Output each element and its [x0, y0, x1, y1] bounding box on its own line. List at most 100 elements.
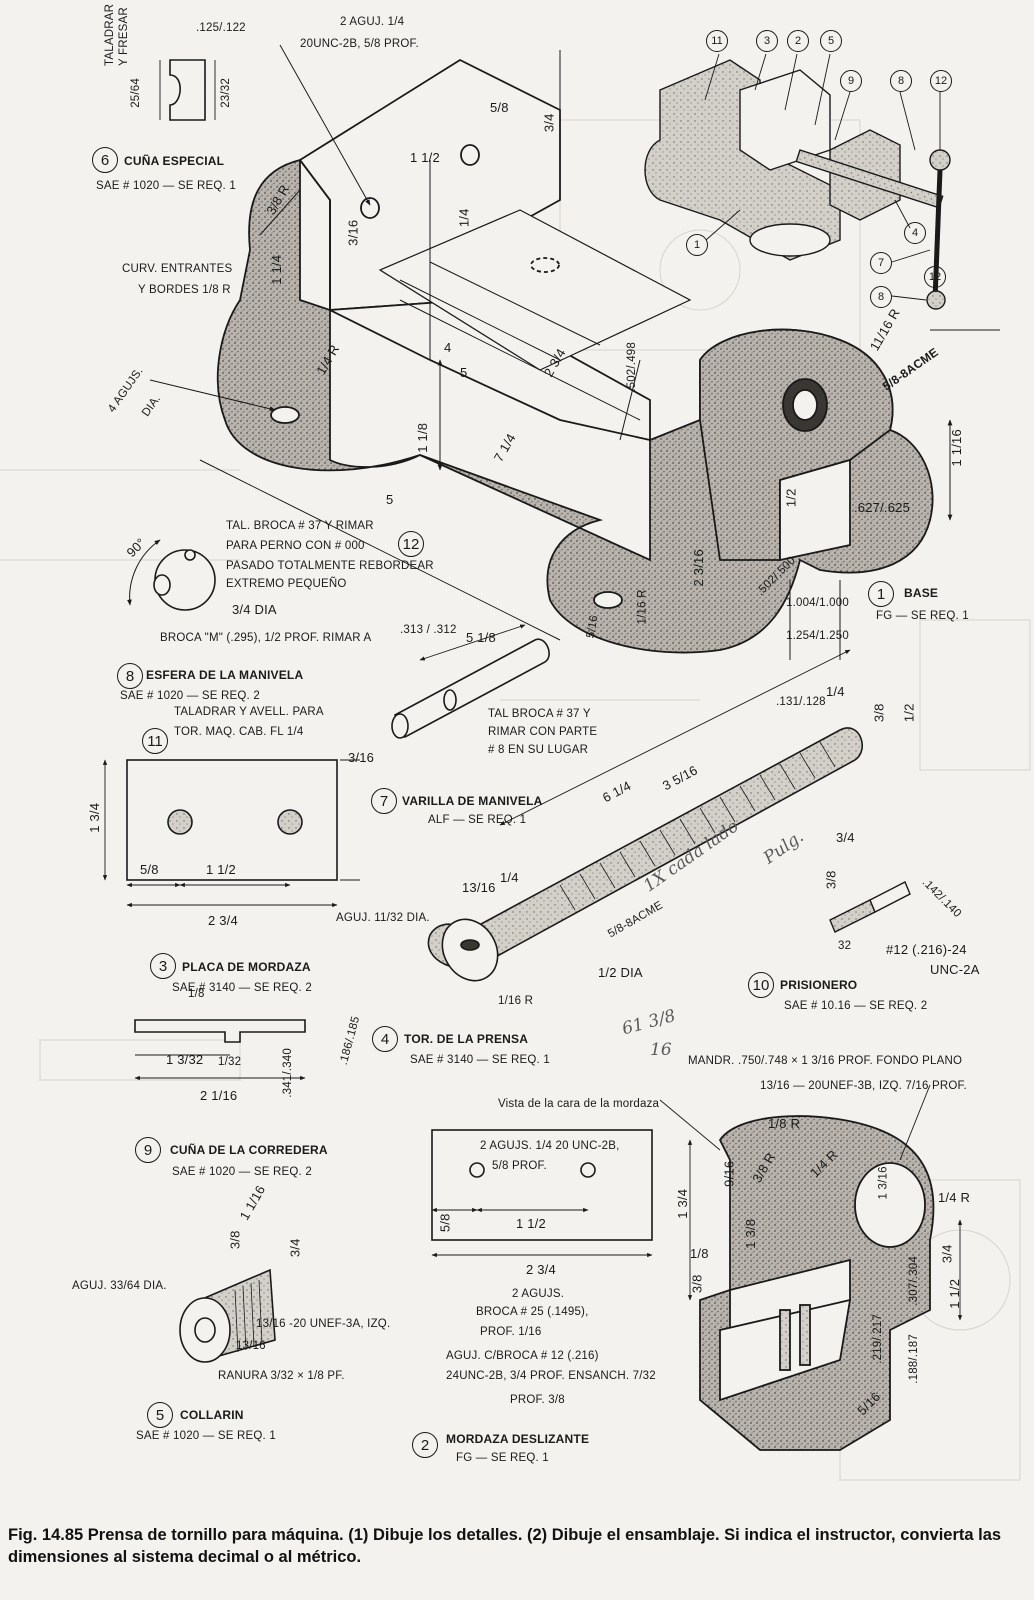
- note-mandr: MANDR. .750/.748 × 1 3/16 PROF. FONDO PL…: [688, 1055, 963, 1067]
- note-unef: 13/16 — 20UNEF-3B, IZQ. 7/16 PROF.: [760, 1080, 967, 1092]
- assembly-balloon: 7: [870, 252, 892, 274]
- note-r-116: 1/16 R: [498, 995, 534, 1007]
- assembly-balloon: 5: [820, 30, 842, 52]
- dim: 5: [386, 492, 394, 507]
- dim: 1/2: [783, 488, 799, 508]
- note-extremo: EXTREMO PEQUEÑO: [226, 578, 347, 590]
- dim: 32: [838, 940, 852, 952]
- tornillo-view: [427, 649, 864, 982]
- note-vista: Vista de la cara de la mordaza: [498, 1098, 660, 1110]
- assembly-balloon: 12: [924, 266, 946, 288]
- dim: .125/.122: [196, 22, 246, 34]
- figure-title: Prensa de tornillo para máquina.: [87, 1526, 344, 1544]
- balloon-part-4: 4: [372, 1026, 398, 1052]
- note-dia-34: 3/4 DIA: [232, 602, 277, 617]
- assembly-balloon: 12: [930, 70, 952, 92]
- dim: 3/4: [939, 1244, 955, 1264]
- dim: 1.254/1.250: [786, 630, 849, 642]
- note-taladrar: TALADRAR Y FRESAR: [104, 3, 130, 66]
- dim: 1.004/1.000: [786, 597, 849, 609]
- balloon-part-2: 2: [412, 1432, 438, 1458]
- assembly-balloon: 3: [756, 30, 778, 52]
- dim: 1/4: [826, 684, 845, 699]
- balloon-part-6: 6: [92, 147, 118, 173]
- dim: 1/8 R: [768, 1116, 801, 1131]
- assembly-balloon: 8: [890, 70, 912, 92]
- dim: 3/4: [541, 113, 557, 133]
- mordaza-isometric-view: [699, 1115, 935, 1451]
- figure-text: (1) Dibuje los detalles. (2) Dibuje el e…: [8, 1526, 1002, 1566]
- dim: 3/4: [836, 830, 855, 845]
- note-pasado: PASADO TOTALMENTE REBORDEAR: [226, 560, 434, 572]
- dim: 4: [444, 340, 452, 355]
- dim: 1 3/4: [87, 802, 103, 833]
- dim: 25/64: [129, 78, 142, 108]
- dim: 1/8: [188, 988, 205, 1000]
- figure-number: Fig. 14.85: [8, 1526, 84, 1544]
- dim: 3/8: [227, 1230, 243, 1250]
- balloon-part-9: 9: [135, 1137, 161, 1163]
- dim: .188/.187: [907, 1334, 920, 1384]
- balloon-part-7: 7: [371, 788, 397, 814]
- note-en-su-lugar: # 8 EN SU LUGAR: [488, 744, 589, 756]
- dim: .341/.340: [281, 1048, 294, 1098]
- part-1-name: BASE: [904, 586, 939, 600]
- note-prisionero-thread: #12 (.216)-24: [886, 942, 967, 957]
- dim: .627/.625: [854, 500, 911, 515]
- dim: 5: [460, 365, 468, 380]
- dim: 1/4 R: [938, 1190, 971, 1205]
- dim: .219/.217: [871, 1314, 884, 1364]
- balloon-part-1: 1: [868, 581, 894, 607]
- note-broca-m: BROCA "M" (.295), 1/2 PROF. RIMAR A: [160, 632, 372, 644]
- dim: 9/16: [721, 1160, 737, 1187]
- part-9-name: CUÑA DE LA CORREDERA: [170, 1143, 328, 1157]
- dim: 1 1/4: [269, 254, 285, 285]
- note-ranura: RANURA 3/32 × 1/8 PF.: [218, 1370, 345, 1382]
- handwritten-note: 16: [650, 1040, 672, 1060]
- balloon-part-3: 3: [150, 953, 176, 979]
- note-taladrar-avell: TALADRAR Y AVELL. PARA: [174, 706, 324, 718]
- dim: 13/16: [236, 1340, 266, 1352]
- assembly-balloon: 2: [787, 30, 809, 52]
- dim: 2 3/16: [690, 549, 706, 587]
- assembly-leaders: [704, 53, 941, 301]
- part-3-spec: SAE # 3140 — SE REQ. 2: [172, 982, 312, 994]
- note-unc2a: UNC-2A: [930, 962, 980, 977]
- dim: 1/32: [218, 1056, 242, 1068]
- base-dimension-lines: [149, 44, 1000, 660]
- part-6-name: CUÑA ESPECIAL: [124, 154, 225, 168]
- part-6-spec: SAE # 1020 — SE REQ. 1: [96, 180, 236, 192]
- part-7-name: VARILLA DE MANIVELA: [402, 794, 543, 808]
- part-4-spec: SAE # 3140 — SE REQ. 1: [410, 1054, 550, 1066]
- note-prof-58: 5/8 PROF.: [492, 1160, 547, 1172]
- dim: 3/16: [345, 219, 361, 246]
- note-agujs-broca: 2 AGUJS.: [512, 1288, 565, 1300]
- dim: 1/4: [500, 870, 519, 885]
- note-agujs-2: 2 AGUJS. 1/4 20 UNC-2B,: [480, 1140, 620, 1152]
- part-5-name: COLLARIN: [180, 1408, 244, 1422]
- dim: 3/8: [823, 870, 839, 890]
- dim: 1/16 R: [636, 589, 649, 625]
- mordaza-dimension-lines: [659, 1084, 963, 1321]
- dim: 2 3/4: [208, 913, 238, 928]
- note-broca-25: BROCA # 25 (.1495),: [476, 1306, 589, 1318]
- dim: 1/4: [456, 208, 472, 228]
- esfera-view: [127, 539, 216, 611]
- dim: 2 1/16: [200, 1088, 238, 1103]
- note-agu-1132: AGUJ. 11/32 DIA.: [336, 912, 430, 924]
- note-unc-top: 20UNC-2B, 5/8 PROF.: [300, 38, 419, 50]
- dim: 1 1/2: [947, 1278, 963, 1309]
- assembly-balloon: 4: [904, 222, 926, 244]
- collarin-view: [179, 1268, 276, 1363]
- part-10-spec: SAE # 10.16 — SE REQ. 2: [784, 1000, 928, 1012]
- note-rimar-parte: RIMAR CON PARTE: [488, 726, 598, 738]
- part-4-name: TOR. DE LA PRENSA: [404, 1032, 529, 1046]
- balloon-part-12: 12: [398, 531, 424, 557]
- note-prof-38: PROF. 3/8: [510, 1394, 565, 1406]
- assembly-balloon: 11: [706, 30, 728, 52]
- dim: 1 1/2: [410, 150, 440, 165]
- note-bordes: Y BORDES 1/8 R: [138, 284, 231, 296]
- note-para-perno: PARA PERNO CON # 000: [226, 540, 365, 552]
- part-8-name: ESFERA DE LA MANIVELA: [146, 668, 304, 682]
- part-5-spec: SAE # 1020 — SE REQ. 1: [136, 1430, 276, 1442]
